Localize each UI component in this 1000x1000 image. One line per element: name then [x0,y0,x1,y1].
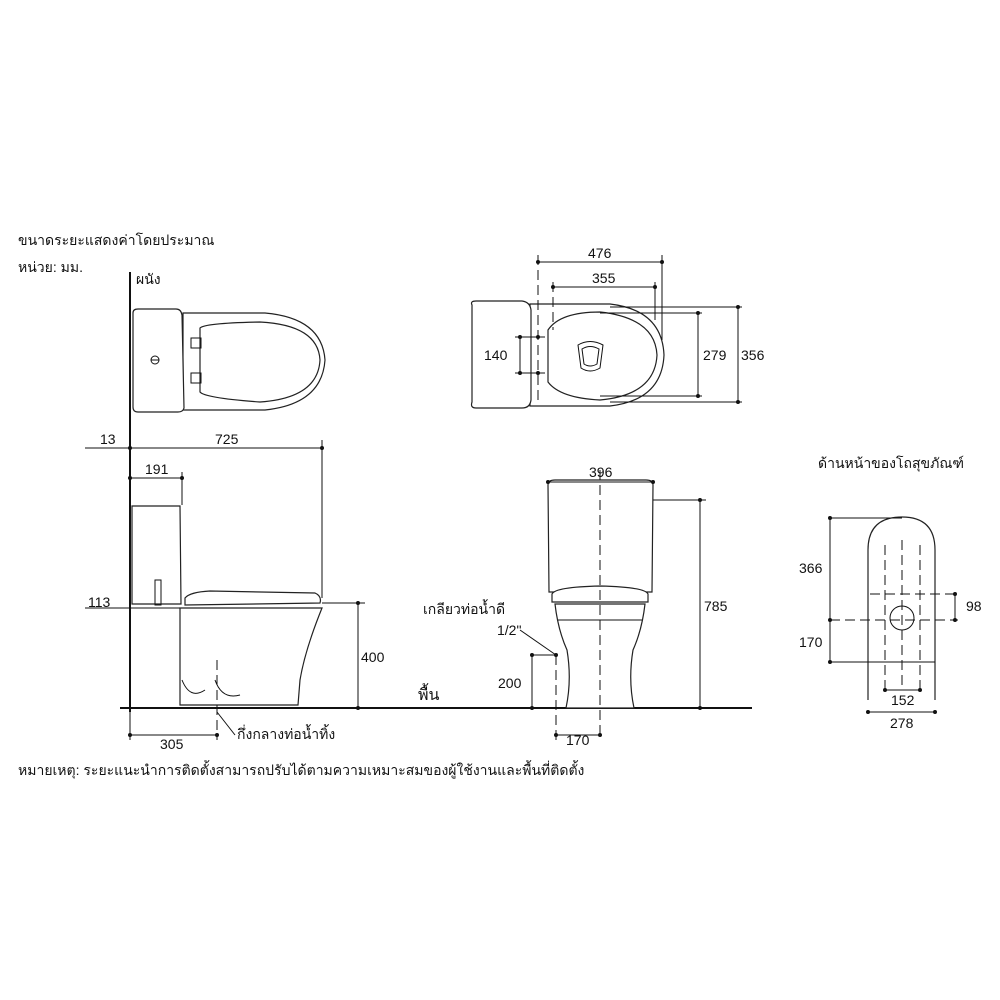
base-view [830,516,958,700]
dim-total-height: 785 [704,598,728,614]
dim-inlet-offset: 170 [566,732,590,748]
front-view-title: ด้านหน้าของโถสุขภัณฑ์ [818,455,964,471]
unit-label: หน่วย: มม. [18,259,83,275]
top-view-left [132,308,326,413]
water-thread-label: เกลียวท่อน้ำดี [423,601,506,617]
dim-wall-gap: 13 [100,431,116,447]
approx-note: ขนาดระยะแสดงค่าโดยประมาณ [18,232,215,248]
dim-hinge-spacing: 140 [484,347,508,363]
footnote: หมายเหตุ: ระยะแนะนำการติดตั้งสามารถปรับไ… [18,762,585,778]
dim-base-upper: 366 [799,560,823,576]
dim-base-lower: 170 [799,634,823,650]
dim-inlet-height: 200 [498,675,522,691]
dim-tank-depth: 191 [145,461,169,477]
thread-size-label: 1/2" [497,622,522,638]
floor-label: พื้น [418,687,440,704]
dim-drain-from-wall: 305 [160,736,184,752]
dim-tank-width: 396 [589,464,613,480]
dim-bolt-spacing: 152 [891,692,915,708]
dim-top-width-inner: 355 [592,270,616,286]
dim-bowl-width: 279 [703,347,727,363]
dim-seat-height: 400 [361,649,385,665]
top-view-middle [470,300,665,409]
wall-label: ผนัง [136,271,161,287]
dim-hole-offset: 98 [966,598,982,614]
dim-seat-offset: 113 [88,594,111,610]
drain-center-label: กึ่งกลางท่อน้ำทิ้ง [237,726,336,742]
dim-overall-width: 356 [741,347,765,363]
dim-base-width: 278 [890,715,914,731]
dim-top-width-outer: 476 [588,245,612,261]
side-view [131,505,323,706]
dim-total-length: 725 [215,431,239,447]
